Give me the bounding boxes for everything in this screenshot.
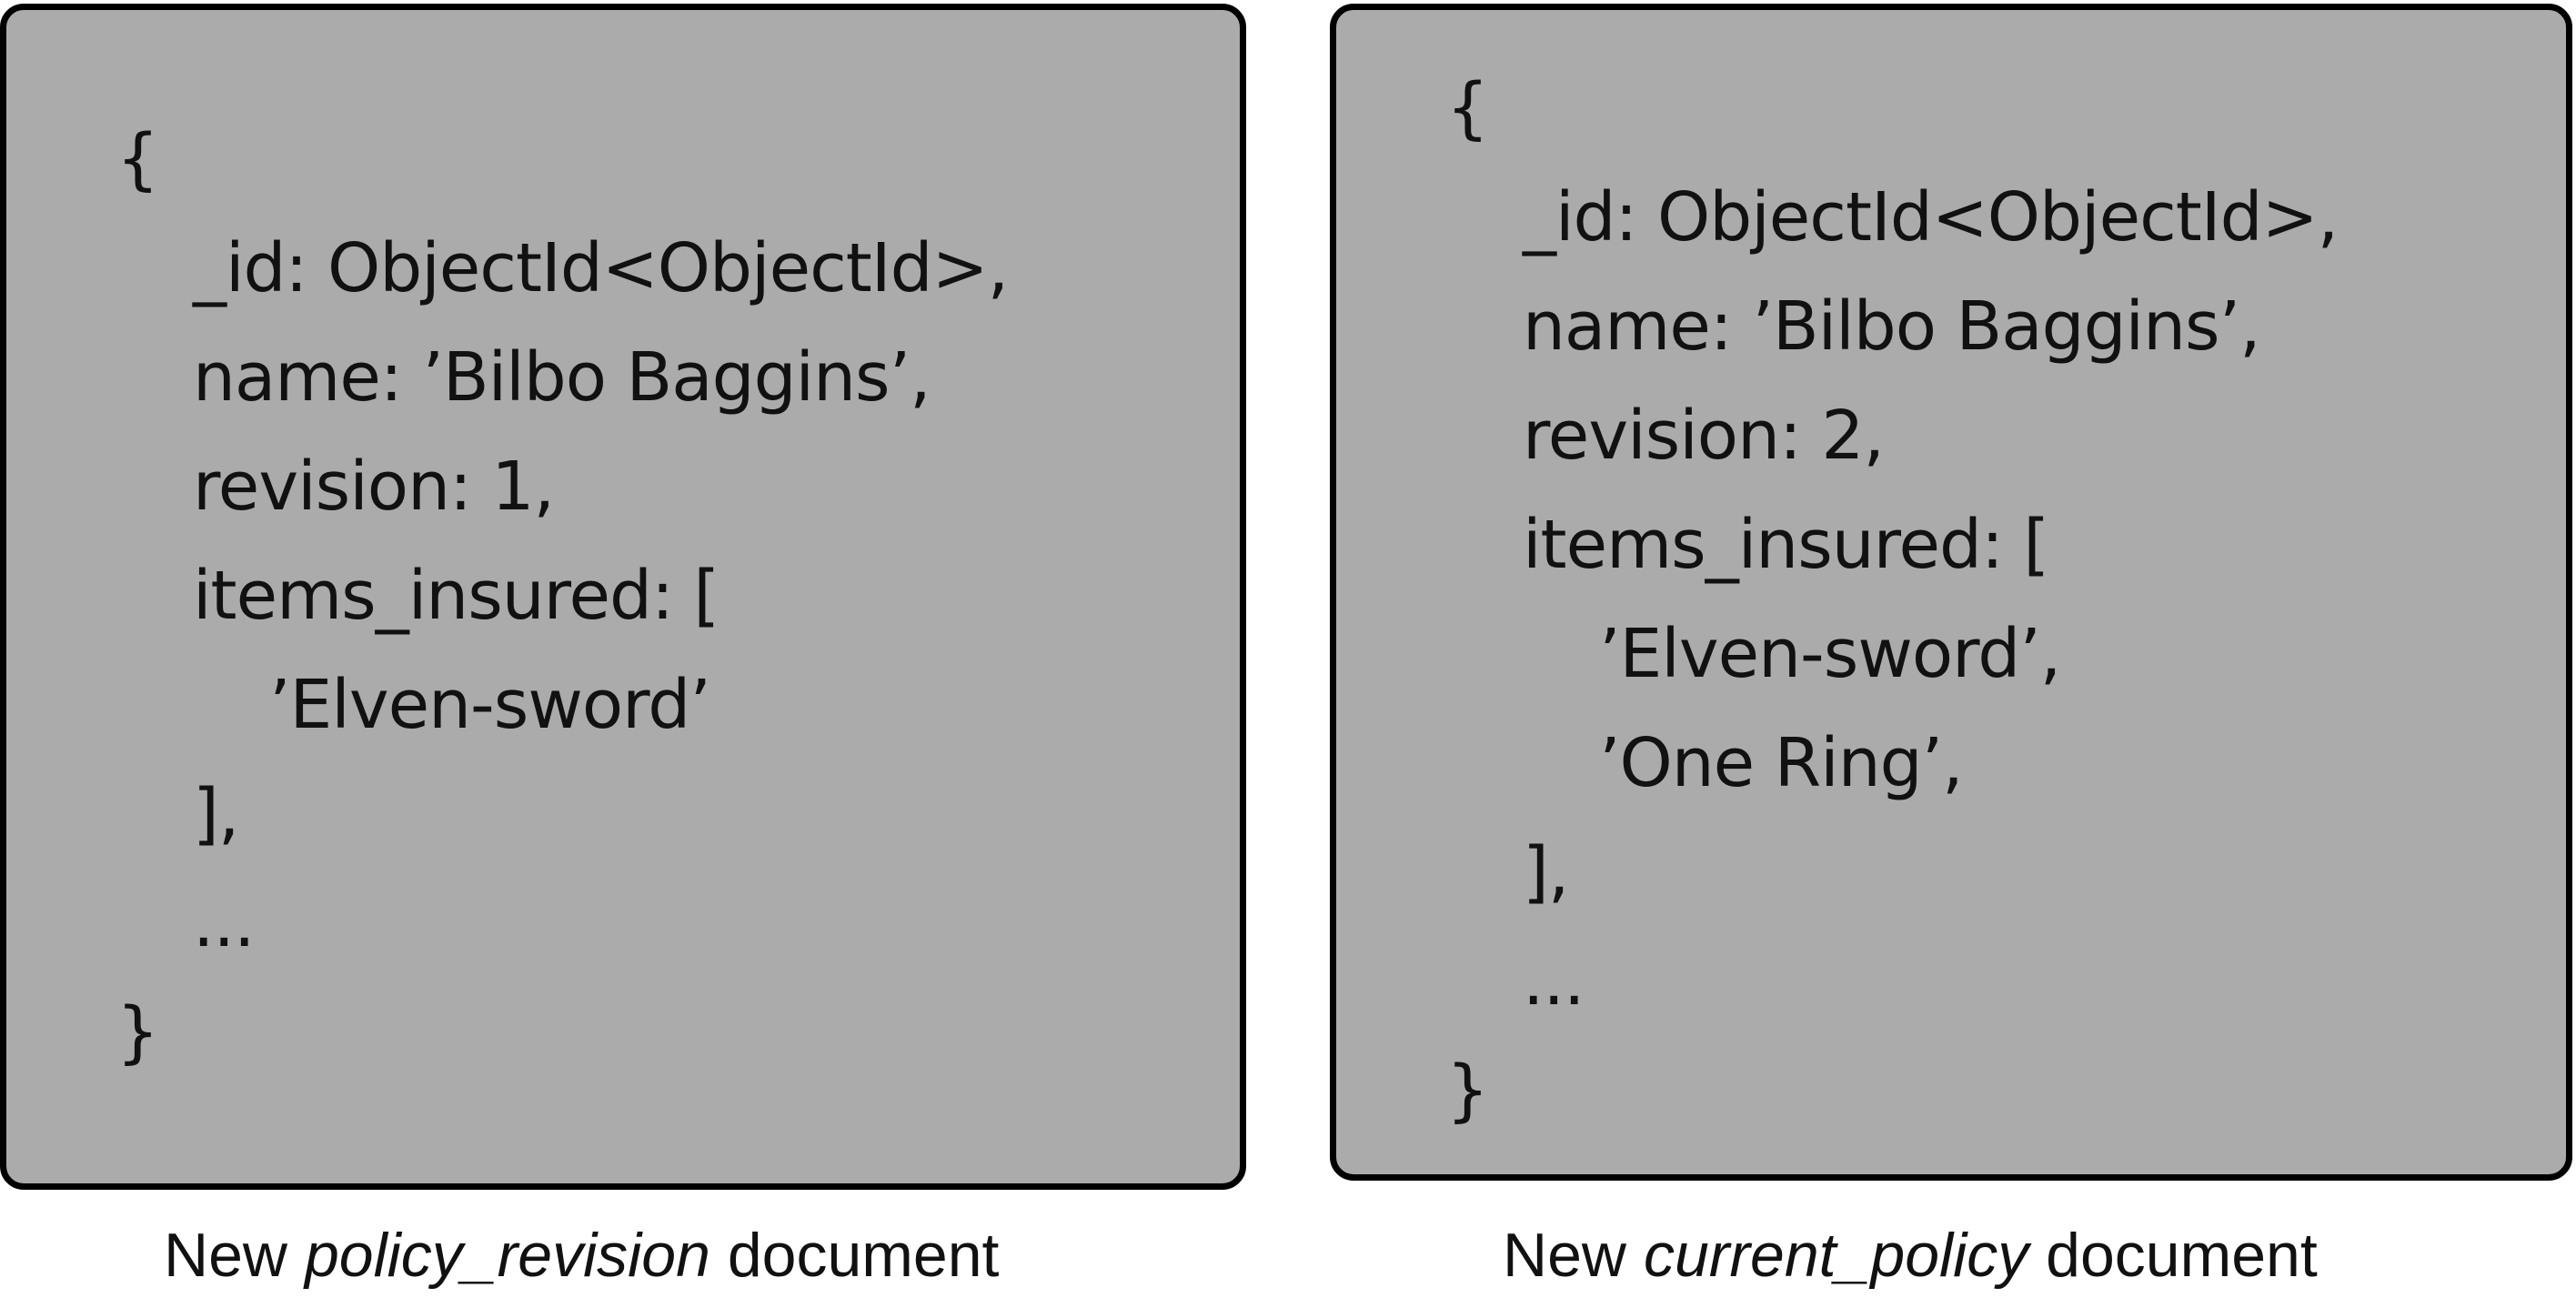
left-items-entry-1: ’Elven-sword’ xyxy=(269,666,711,744)
policy-revision-caption: New policy_revision document xyxy=(164,1224,999,1286)
right-array-close: ], xyxy=(1523,833,1569,911)
left-revision-field: revision: 1, xyxy=(193,448,555,526)
caption-prefix: New xyxy=(164,1221,305,1290)
caption-collection-name: policy_revision xyxy=(304,1221,710,1290)
left-items-insured-field: items_insured: [ xyxy=(193,557,719,635)
left-name-field: name: ’Bilbo Baggins’, xyxy=(193,338,931,417)
right-open-brace: { xyxy=(1446,69,1489,147)
left-close-brace: } xyxy=(116,993,159,1072)
right-name-field: name: ’Bilbo Baggins’, xyxy=(1523,287,2261,366)
caption-suffix: document xyxy=(709,1221,1000,1290)
right-items-entry-1: ’Elven-sword’, xyxy=(1599,615,2061,693)
left-array-close: ], xyxy=(193,775,239,853)
current-policy-caption: New current_policy document xyxy=(1503,1224,2318,1286)
left-open-brace: { xyxy=(116,120,159,198)
caption-collection-name: current_policy xyxy=(1643,1221,2029,1290)
right-id-field: _id: ObjectId<ObjectId>, xyxy=(1523,178,2339,257)
right-close-brace: } xyxy=(1446,1051,1489,1130)
policy-revision-document-box xyxy=(0,4,1246,1190)
left-id-field: _id: ObjectId<ObjectId>, xyxy=(193,229,1009,307)
right-items-entry-2: ’One Ring’, xyxy=(1599,724,1964,802)
caption-suffix: document xyxy=(2028,1221,2318,1290)
left-ellipsis: ... xyxy=(193,884,256,962)
caption-prefix: New xyxy=(1503,1221,1644,1290)
right-items-insured-field: items_insured: [ xyxy=(1523,506,2049,584)
current-policy-document-box xyxy=(1330,4,2572,1181)
right-revision-field: revision: 2, xyxy=(1523,397,1885,475)
right-ellipsis: ... xyxy=(1523,942,1585,1021)
